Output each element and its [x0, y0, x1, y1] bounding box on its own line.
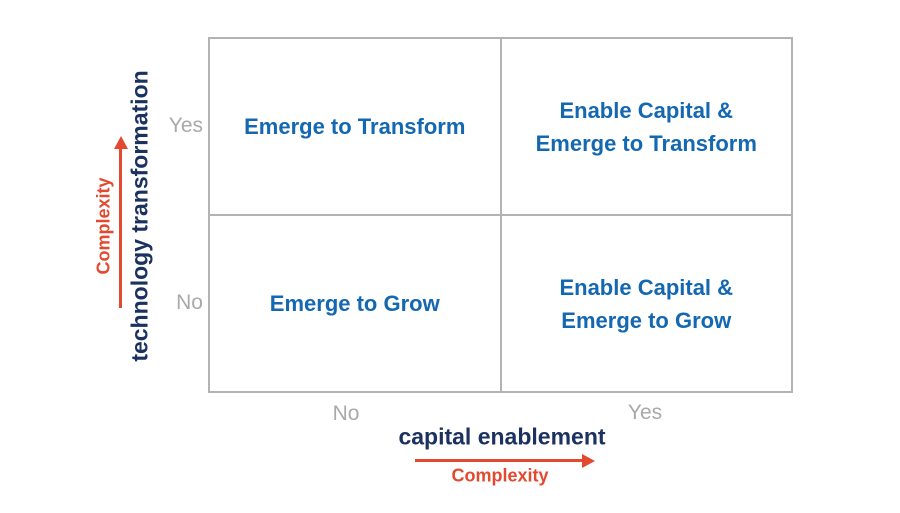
- up-arrow-icon: [119, 149, 122, 308]
- quadrant-top-right: Enable Capital & Emerge to Transform: [500, 38, 792, 215]
- quadrant-label: Enable Capital & Emerge to Grow: [559, 274, 734, 333]
- quadrant-bottom-right: Enable Capital & Emerge to Grow: [500, 215, 792, 392]
- quadrant-label: Emerge to Transform: [244, 114, 466, 139]
- matrix-grid: Emerge to Transform Enable Capital & Eme…: [208, 37, 793, 393]
- quadrant-label: Emerge to Grow: [269, 291, 440, 316]
- y-axis-tick-yes: Yes: [168, 114, 203, 137]
- quadrant-top-left: Emerge to Transform: [209, 38, 501, 215]
- quadrant-bottom-left: Emerge to Grow: [209, 215, 501, 392]
- x-axis-title: capital enablement: [398, 423, 606, 450]
- x-axis-complexity-label: Complexity: [451, 465, 549, 486]
- x-axis-tick-yes: Yes: [627, 401, 663, 424]
- y-axis-tick-no: No: [176, 291, 203, 314]
- y-axis-complexity-label: Complexity: [93, 177, 114, 275]
- right-arrow-icon: [415, 459, 582, 462]
- quadrant-label: Enable Capital & Emerge to Transform: [535, 97, 757, 156]
- y-axis-title: technology transformation: [126, 70, 153, 362]
- x-axis-tick-no: No: [332, 402, 360, 425]
